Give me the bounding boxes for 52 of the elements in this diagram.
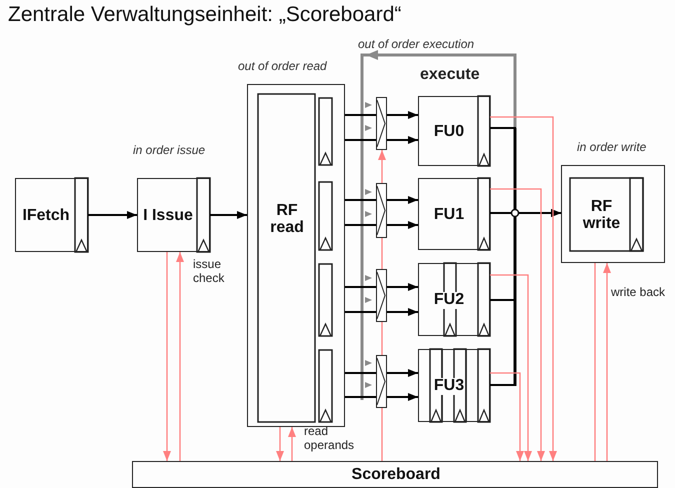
stage-box xyxy=(418,349,490,422)
stage-box xyxy=(418,263,490,336)
arrow xyxy=(387,393,418,401)
stage-label: RF write xyxy=(582,198,622,232)
multiplexer xyxy=(376,269,387,322)
stage-label: FU3 xyxy=(432,378,466,395)
annotation: read operands xyxy=(304,425,356,453)
stage-caption: in order issue xyxy=(133,143,206,157)
stage-box xyxy=(137,178,210,252)
stage-box xyxy=(418,96,490,166)
arrow xyxy=(276,427,284,461)
stage-label: RF read xyxy=(269,203,305,237)
stage-label: FU1 xyxy=(434,206,464,224)
arrow xyxy=(603,263,611,461)
annotation: out of order execution xyxy=(358,37,474,51)
annotation: execute xyxy=(420,66,480,84)
arrow xyxy=(378,150,386,183)
annotation: write back xyxy=(611,285,666,299)
arrow xyxy=(387,136,418,144)
stage-caption: out of order read xyxy=(238,59,327,73)
arrow xyxy=(387,111,418,119)
arrow xyxy=(490,209,561,386)
stage-label: IFetch xyxy=(22,208,70,224)
arrow xyxy=(163,252,171,461)
arrow xyxy=(387,196,418,204)
multiplexer xyxy=(376,355,387,408)
multiplexer xyxy=(376,97,387,150)
stage-caption: in order write xyxy=(577,140,646,154)
diagram-title: Zentrale Verwaltungseinheit: „Scoreboard“ xyxy=(8,3,402,27)
control-unit-box xyxy=(132,461,658,488)
stage-label: FU0 xyxy=(434,124,464,140)
stage-box xyxy=(15,178,88,252)
stage-label: FU2 xyxy=(432,292,466,309)
annotation: issue check xyxy=(193,258,226,286)
arrow xyxy=(387,283,418,291)
arrow xyxy=(288,427,296,461)
arrow xyxy=(176,252,184,461)
stage-label: Scoreboard xyxy=(352,467,440,484)
stage-box xyxy=(418,178,490,250)
arrow xyxy=(490,116,557,461)
stage-label: I Issue xyxy=(143,208,193,224)
multiplexer xyxy=(376,183,387,238)
stage-box xyxy=(561,165,665,263)
arrow xyxy=(210,211,247,219)
arrow xyxy=(387,221,418,229)
arrow xyxy=(387,369,418,377)
stage-box xyxy=(247,84,345,427)
arrow xyxy=(490,274,532,461)
arrow xyxy=(387,308,418,316)
arrow xyxy=(490,372,524,461)
arrow xyxy=(88,211,137,219)
arrow xyxy=(490,188,545,461)
